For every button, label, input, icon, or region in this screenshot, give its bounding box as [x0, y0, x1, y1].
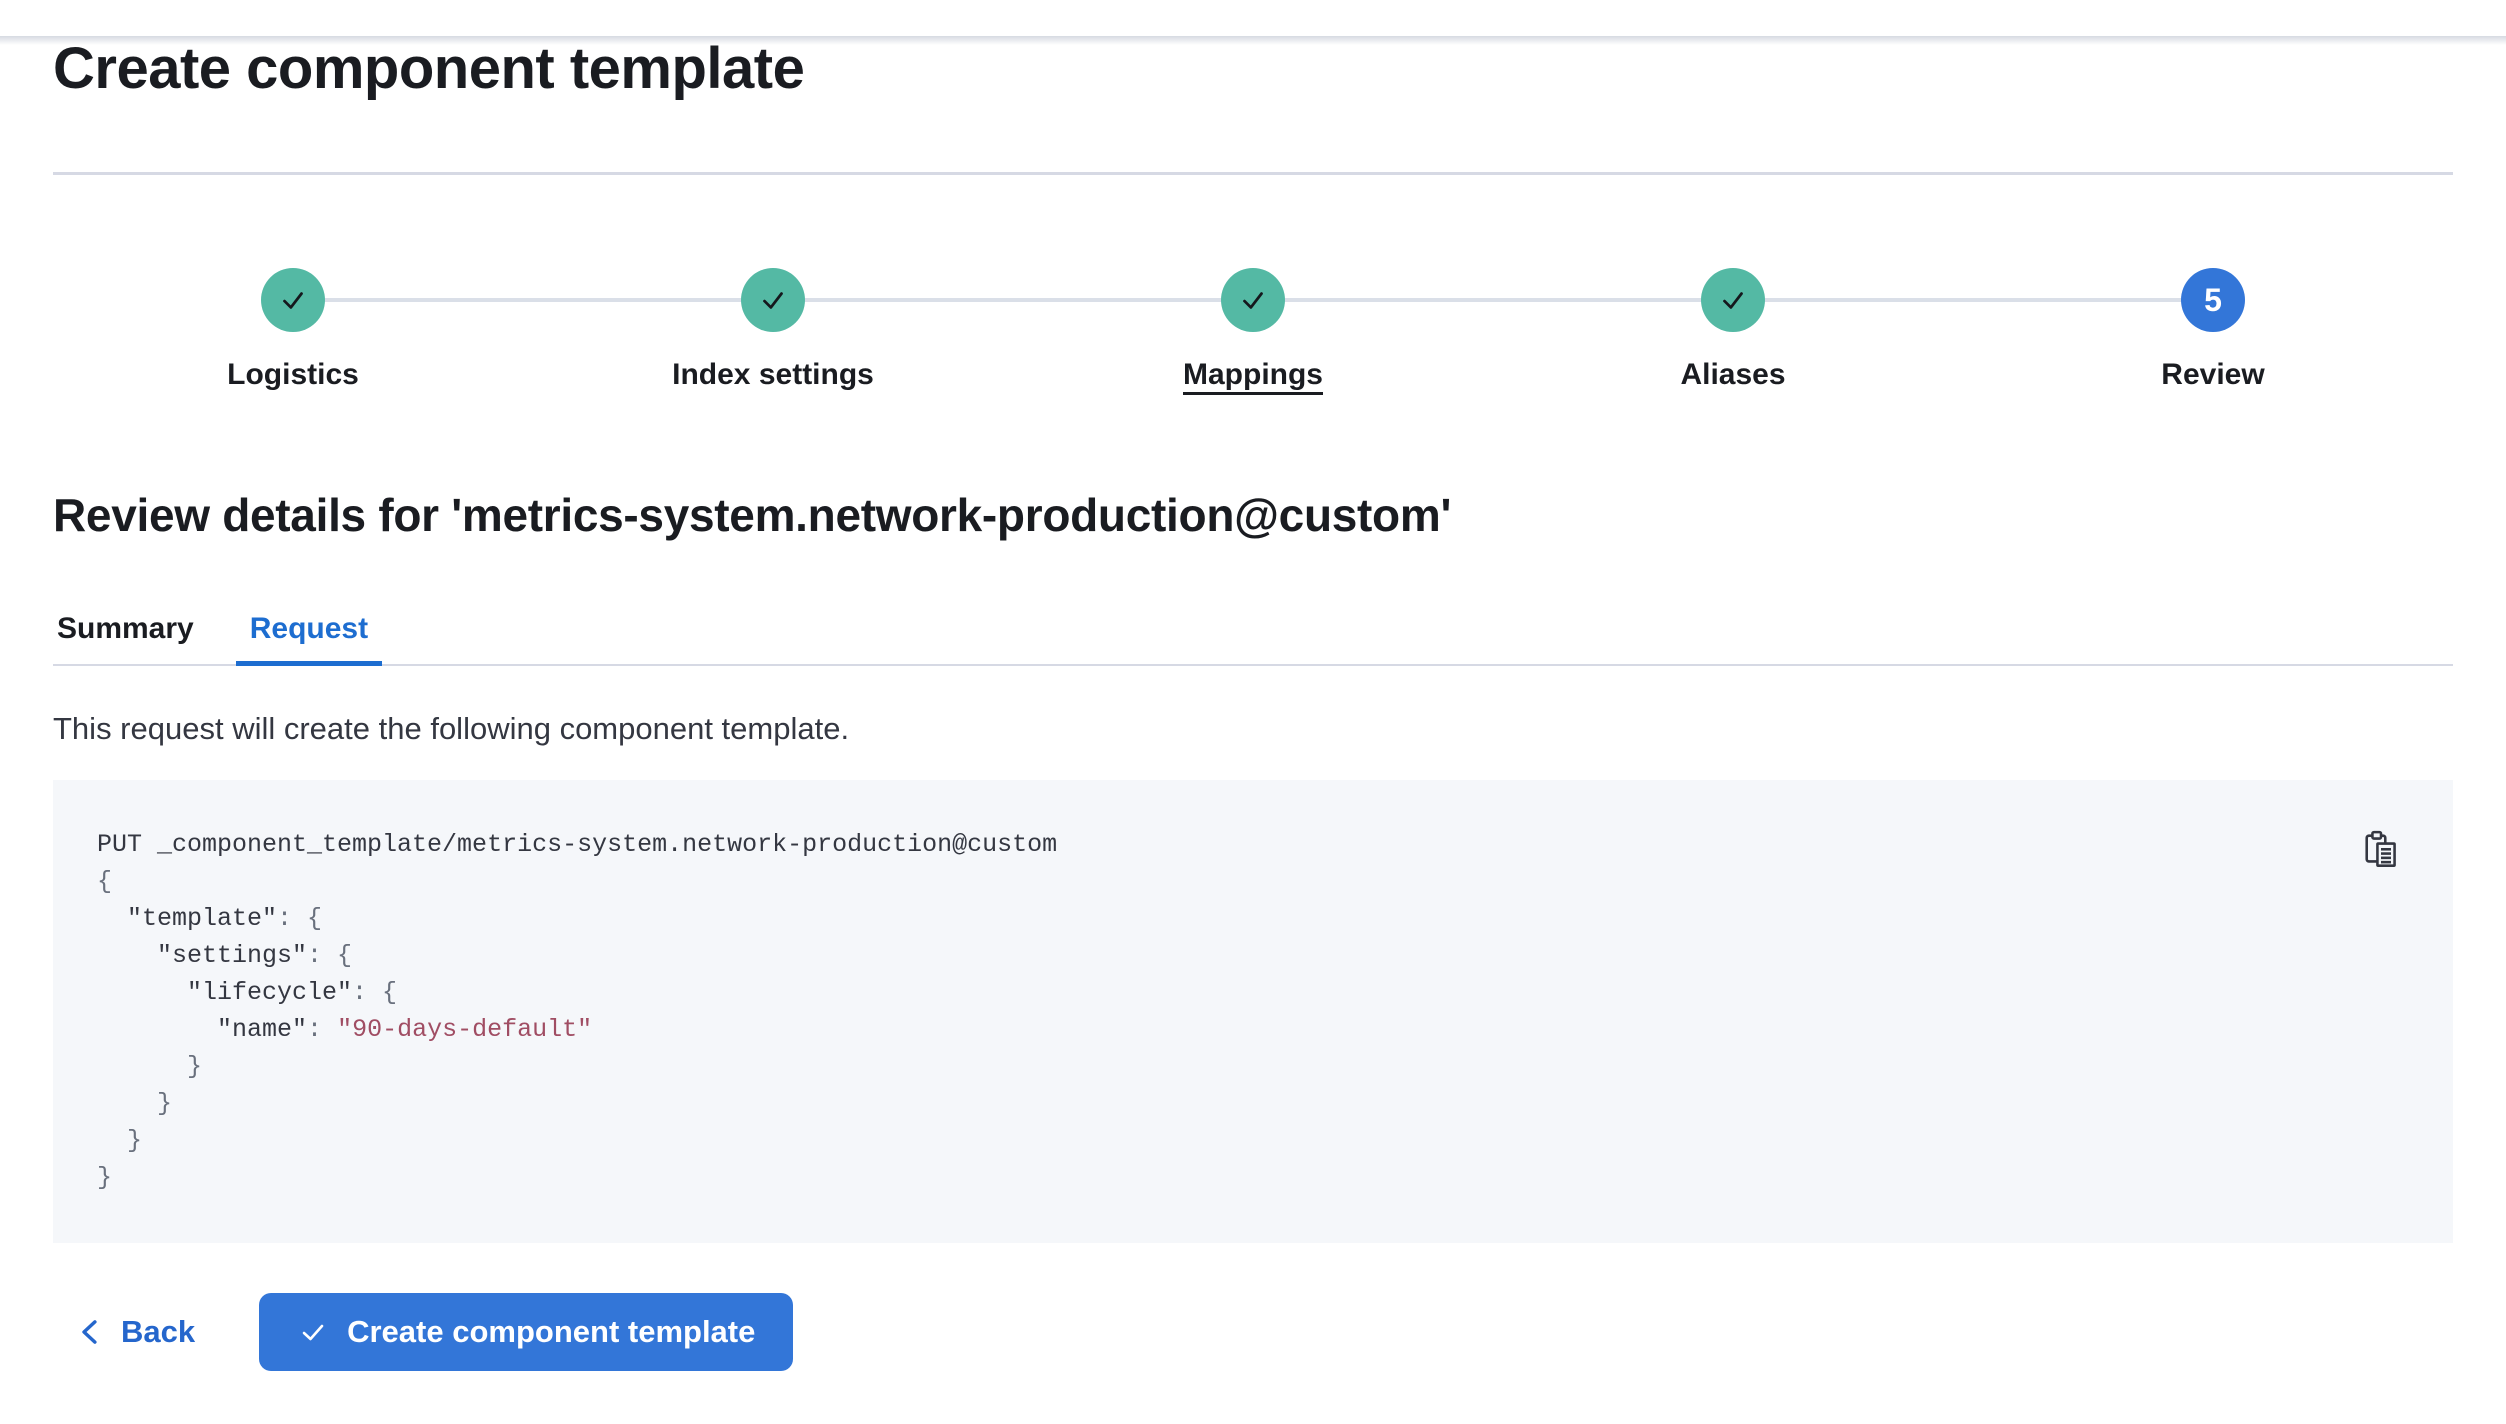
step-number: 5: [2204, 281, 2222, 318]
step-complete-circle: [1221, 268, 1285, 332]
code-line: "template": {: [127, 904, 323, 933]
code-line: }: [97, 1089, 173, 1118]
top-shadow: [0, 36, 2506, 45]
stepper-step-mappings[interactable]: Mappings: [1013, 268, 1493, 394]
step-label: Mappings: [1183, 358, 1323, 391]
code-line: {: [97, 867, 113, 896]
code-line: PUT _component_template/metrics-system.n…: [97, 830, 1058, 859]
code-line: "name": "90-days-default": [217, 1015, 593, 1044]
chevron-left-icon: [77, 1318, 105, 1346]
back-button[interactable]: Back: [53, 1293, 219, 1371]
review-heading: Review details for 'metrics-system.netwo…: [53, 489, 1452, 541]
create-component-template-label: Create component template: [347, 1314, 756, 1349]
title-divider: [53, 172, 2453, 175]
back-button-label: Back: [121, 1314, 196, 1349]
request-code-block: PUT _component_template/metrics-system.n…: [53, 780, 2453, 1243]
tab-request[interactable]: Request: [235, 612, 383, 666]
step-label: Logistics: [227, 358, 359, 391]
code-line: "settings": {: [157, 941, 353, 970]
footer: Back Create component template: [53, 1293, 2453, 1371]
code-line: }: [97, 1126, 143, 1155]
request-code: PUT _component_template/metrics-system.n…: [97, 826, 2409, 1196]
step-current-circle: 5: [2181, 268, 2245, 332]
step-label: Review: [2161, 358, 2265, 391]
code-line: }: [97, 1052, 203, 1081]
step-label: Aliases: [1680, 358, 1786, 391]
create-component-template-button[interactable]: Create component template: [259, 1293, 794, 1371]
copy-clipboard-icon[interactable]: [2361, 830, 2401, 870]
check-icon: [1716, 283, 1750, 317]
check-icon: [1236, 283, 1270, 317]
stepper-step-logistics[interactable]: Logistics: [53, 268, 533, 394]
code-line: }: [97, 1163, 113, 1192]
request-description: This request will create the following c…: [53, 711, 850, 746]
check-icon: [756, 283, 790, 317]
page-title: Create component template: [53, 36, 805, 101]
stepper-step-index-settings[interactable]: Index settings: [533, 268, 1013, 394]
tab-summary[interactable]: Summary: [43, 612, 208, 664]
check-icon: [276, 283, 310, 317]
check-icon: [297, 1316, 329, 1348]
step-complete-circle: [261, 268, 325, 332]
code-line: "lifecycle": {: [187, 978, 398, 1007]
step-complete-circle: [741, 268, 805, 332]
step-complete-circle: [1701, 268, 1765, 332]
step-label: Index settings: [672, 358, 874, 391]
stepper-step-aliases[interactable]: Aliases: [1493, 268, 1973, 394]
